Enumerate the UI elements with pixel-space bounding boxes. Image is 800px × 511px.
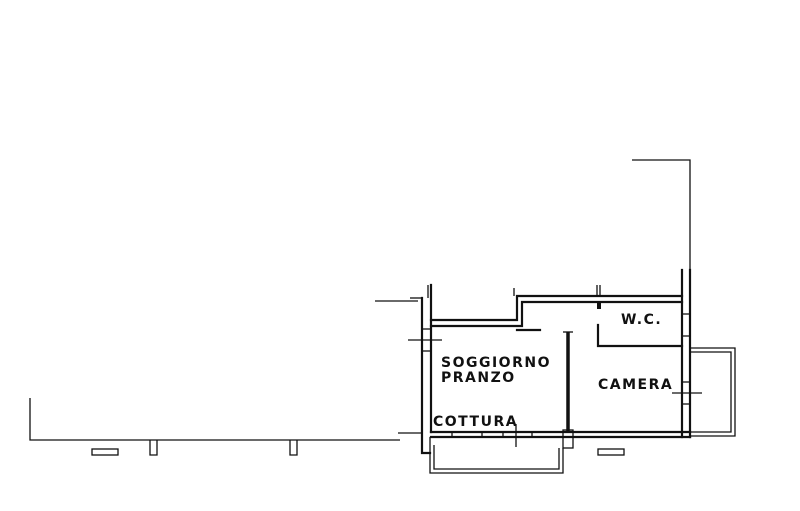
- room-label-soggiorno: SOGGIORNO PRANZO: [441, 356, 551, 386]
- room-label-wc: W.C.: [621, 312, 663, 328]
- apartment-walls: [375, 159, 736, 474]
- room-label-living: SOGGIORNO: [441, 355, 551, 371]
- room-label-dining: PRANZO: [441, 370, 516, 386]
- room-label-cottura: COTTURA: [433, 414, 519, 430]
- room-label-camera: CAMERA: [598, 377, 674, 393]
- adjacent-building-outline: [29, 398, 422, 456]
